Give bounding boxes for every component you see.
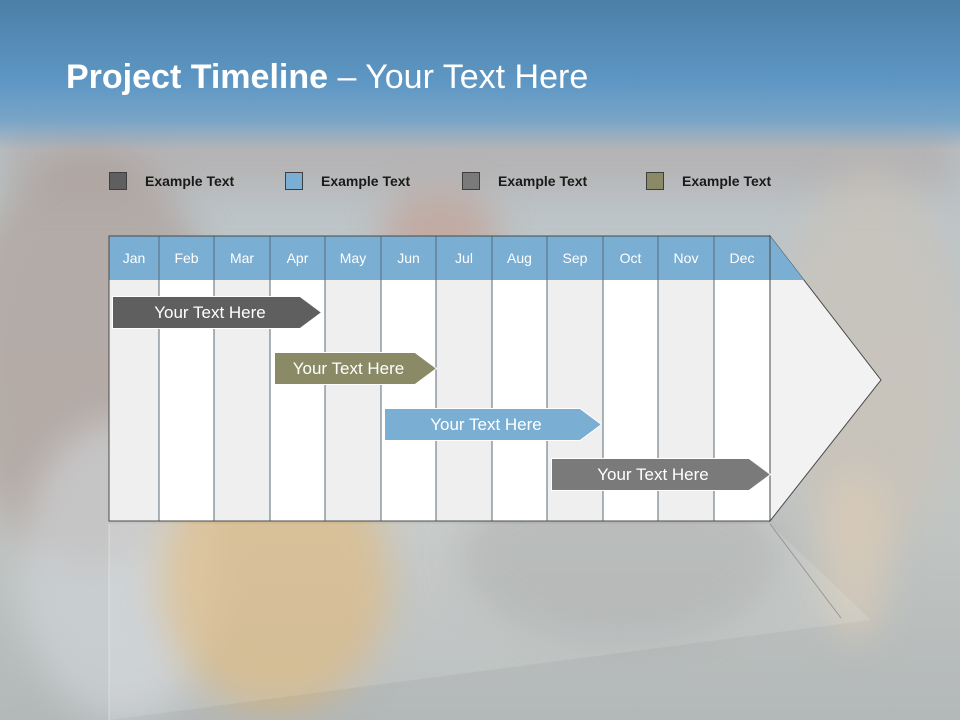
task-arrow-shape <box>384 408 603 441</box>
legend-label: Example Text <box>321 173 411 189</box>
month-header-cell <box>436 236 492 280</box>
arrow-head-band <box>770 236 804 280</box>
task-label: Your Text Here <box>430 415 542 434</box>
month-header-cell <box>381 236 436 280</box>
month-header-cell <box>492 236 547 280</box>
legend-item[interactable]: Example Text <box>646 171 771 191</box>
legend-label: Example Text <box>682 173 772 189</box>
task-arrow-shape <box>551 458 772 491</box>
legend-swatch <box>646 172 664 190</box>
task-label: Your Text Here <box>292 359 405 378</box>
task-arrow-polygon <box>112 296 323 329</box>
month-label: Jan <box>122 250 146 266</box>
task-label: Your Text Here <box>154 303 266 322</box>
legend-swatch <box>462 172 480 190</box>
task-arrow-shape <box>112 296 323 329</box>
month-label: Aug <box>507 250 532 266</box>
month-label: Oct <box>619 250 642 266</box>
legend-item[interactable]: Example Text <box>462 171 587 191</box>
month-label: Jul <box>455 250 473 266</box>
month-label: Feb <box>174 250 199 266</box>
task-bar[interactable]: Your Text Here <box>274 352 438 385</box>
month-label: Sep <box>562 250 588 266</box>
task-label: Your Text Here <box>597 465 709 484</box>
task-arrow-polygon <box>384 408 603 441</box>
title-bold-text: Project Timeline <box>66 58 329 96</box>
timeline-frame <box>108 235 771 522</box>
task-arrow-shape <box>274 352 438 385</box>
month-column <box>436 280 492 521</box>
legend-label: Example Text <box>498 173 588 189</box>
title-band: Project Timeline – Your Text Here <box>0 0 960 150</box>
month-header-cell <box>109 236 159 280</box>
month-column <box>325 280 381 521</box>
legend-swatch <box>285 172 303 190</box>
task-bar[interactable]: Your Text Here <box>551 458 772 491</box>
month-header-cell <box>714 236 770 280</box>
month-header-cell <box>658 236 714 280</box>
month-label: Apr <box>286 250 309 266</box>
month-header-cell <box>603 236 658 280</box>
month-label: Nov <box>673 250 699 266</box>
month-column <box>492 280 547 521</box>
task-bar[interactable]: Your Text Here <box>112 296 323 329</box>
legend-item[interactable]: Example Text <box>109 171 234 191</box>
month-label: Jun <box>397 250 420 266</box>
month-header-cell <box>325 236 381 280</box>
task-arrow-polygon <box>551 458 772 491</box>
legend-label: Example Text <box>145 173 235 189</box>
month-label: Dec <box>729 250 755 266</box>
task-arrow-polygon <box>274 352 438 385</box>
month-label: Mar <box>229 250 255 266</box>
timeline-reflection <box>109 524 871 720</box>
task-bar[interactable]: Your Text Here <box>384 408 603 441</box>
title-rest-text: – Your Text Here <box>328 58 589 96</box>
slide-title[interactable]: Project Timeline – Your Text Here <box>66 58 588 97</box>
month-column <box>381 280 436 521</box>
legend-item[interactable]: Example Text <box>285 171 410 191</box>
month-header-cell <box>214 236 270 280</box>
month-label: May <box>339 250 367 266</box>
reflection-edge <box>769 523 842 619</box>
month-header-cell <box>270 236 325 280</box>
month-header-cell <box>159 236 214 280</box>
legend-swatch <box>109 172 127 190</box>
month-header-cell <box>547 236 603 280</box>
